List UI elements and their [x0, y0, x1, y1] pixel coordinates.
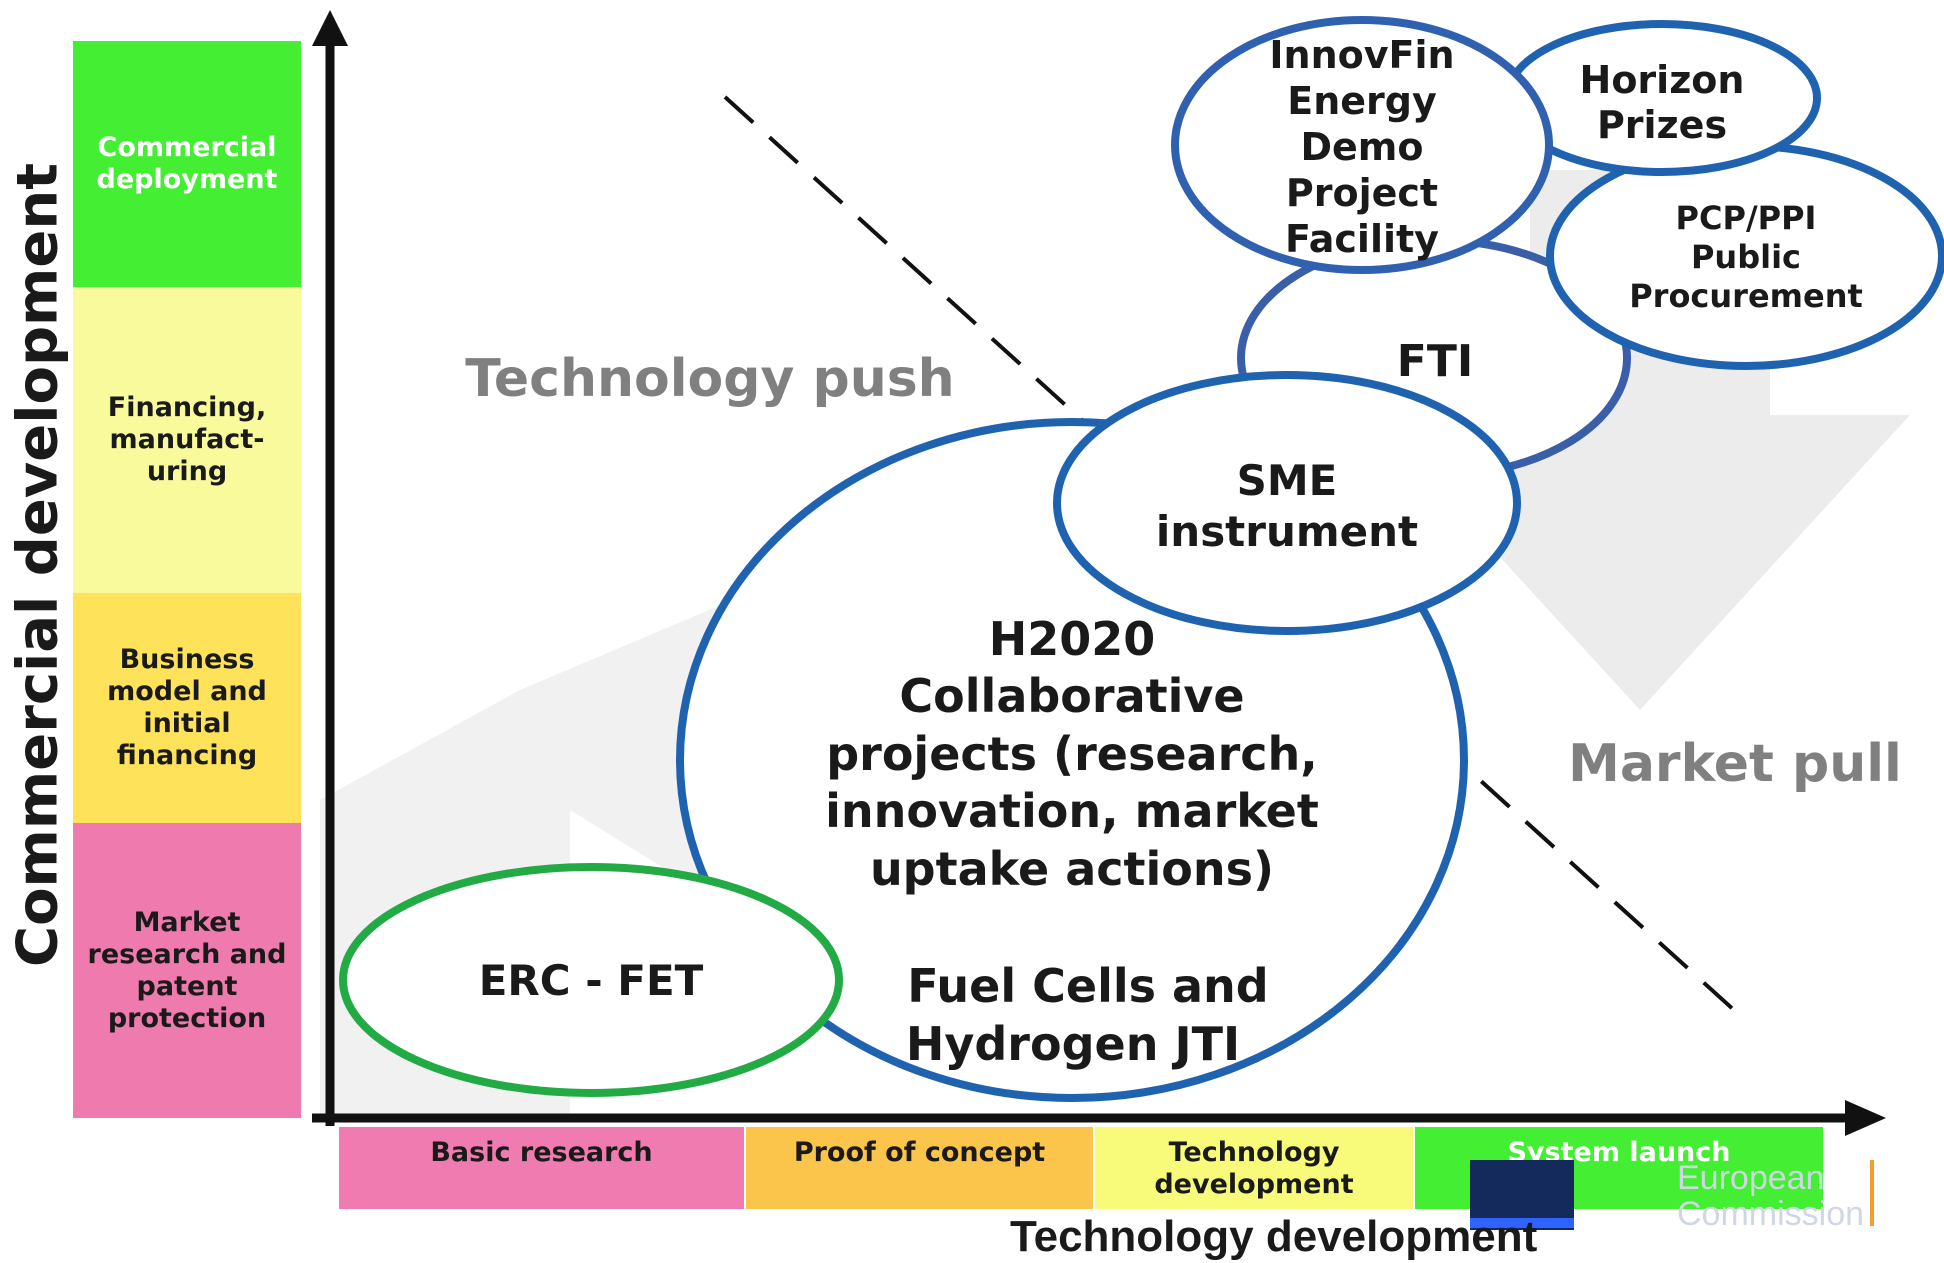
fti-label: FTI: [1397, 336, 1473, 387]
european-commission-watermark: European Commission: [1677, 1159, 1865, 1233]
sme-instrument-label: SME instrument: [1156, 456, 1418, 556]
h2020-line: projects (research,: [826, 727, 1318, 781]
fuel-cells-line: Hydrogen JTI: [906, 1017, 1240, 1071]
pcp-line: PCP/PPI: [1676, 199, 1817, 237]
innovfin-line: Energy: [1287, 79, 1437, 123]
innovfin-label: InnovFin Energy Demo Project Facility: [1269, 33, 1454, 261]
market-pull-background-arrow: [1370, 170, 1910, 710]
y-band-business-model: Business model and initial financing: [73, 593, 301, 823]
y-band-label: Commercial deployment: [96, 132, 278, 195]
y-band-label: Market research and patent protection: [87, 906, 287, 1034]
pcp-line: Procurement: [1629, 277, 1863, 315]
horizon-line: Prizes: [1597, 103, 1727, 147]
sme-line: instrument: [1156, 507, 1418, 556]
sme-instrument-ellipse: [1053, 371, 1521, 635]
innovfin-ellipse: [1171, 16, 1553, 274]
innovfin-line: Demo: [1300, 125, 1423, 169]
x-stage-label: Technology development: [1154, 1137, 1354, 1200]
h2020-line: Collaborative: [899, 669, 1244, 723]
horizon-prizes-label: Horizon Prizes: [1580, 58, 1745, 147]
y-band-financing-manufacturing: Financing, manufact-uring: [73, 287, 301, 593]
x-stage-basic-research: Basic research: [339, 1127, 744, 1209]
x-axis-title: Technology development: [1010, 1212, 1538, 1261]
x-stage-label: Basic research: [430, 1137, 653, 1168]
eu-flag-bar: [1470, 1218, 1574, 1228]
fuel-cells-line: Fuel Cells and: [907, 959, 1268, 1013]
fuel-cells-label: Fuel Cells and Hydrogen JTI: [906, 959, 1269, 1071]
watermark-orange-line: [1870, 1160, 1874, 1226]
pcp-line: Public: [1691, 238, 1801, 276]
technology-push-label: Technology push: [465, 349, 954, 409]
horizon-line: Horizon: [1580, 58, 1745, 102]
x-stage-technology-development: Technology development: [1095, 1127, 1413, 1209]
h2020-label: H2020 Collaborative projects (research, …: [825, 612, 1319, 896]
pcp-ppi-label: PCP/PPI Public Procurement: [1629, 199, 1863, 315]
y-axis-arrowhead: [312, 10, 348, 46]
h2020-line: uptake actions): [870, 842, 1274, 896]
y-band-label: Business model and initial financing: [107, 644, 267, 771]
sme-line: SME: [1237, 456, 1338, 505]
x-stage-proof-of-concept: Proof of concept: [746, 1127, 1093, 1209]
h2020-line: H2020: [989, 612, 1156, 666]
y-band-label: Financing, manufact-uring: [107, 392, 267, 487]
y-band-market-research: Market research and patent protection: [73, 823, 301, 1118]
erc-fet-ellipse: [339, 863, 843, 1097]
market-pull-label: Market pull: [1568, 734, 1902, 794]
innovfin-line: InnovFin: [1269, 33, 1454, 77]
h2020-line: innovation, market: [825, 784, 1319, 838]
innovfin-line: Facility: [1285, 217, 1439, 261]
x-axis-arrowhead: [1845, 1100, 1886, 1136]
y-band-commercial-deployment: Commercial deployment: [73, 41, 301, 287]
innovfin-line: Project: [1286, 171, 1438, 215]
erc-fet-label: ERC - FET: [479, 956, 704, 1005]
x-stage-label: Proof of concept: [793, 1137, 1046, 1168]
